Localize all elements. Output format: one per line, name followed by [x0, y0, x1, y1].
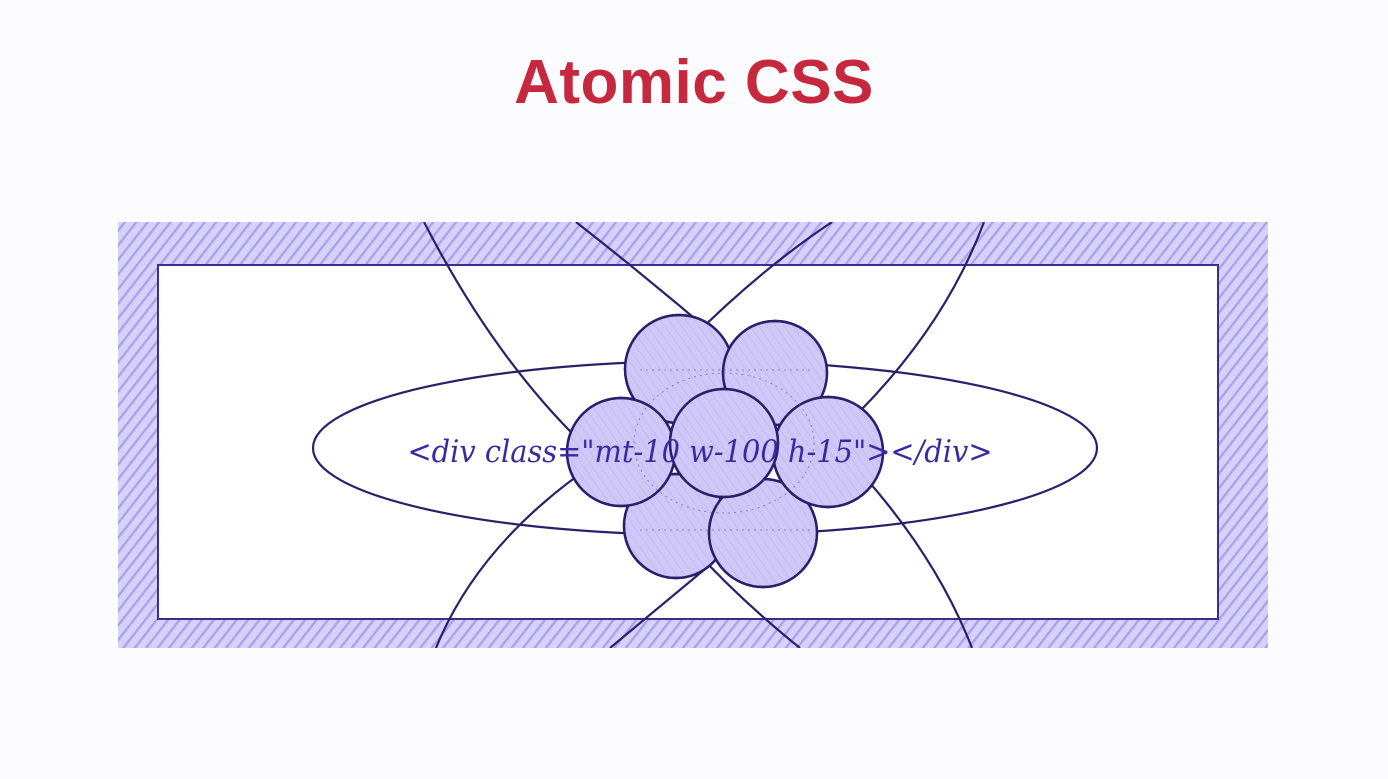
- orbit-arc-left-lower: [434, 459, 601, 648]
- code-snippet: <div class="mt-10 w-100 h-15"></div>: [408, 434, 993, 470]
- dotted-orbit: [633, 372, 815, 514]
- slide-title: Atomic CSS: [514, 48, 874, 117]
- nucleus-circle: [668, 387, 780, 499]
- nucleus: [565, 313, 885, 589]
